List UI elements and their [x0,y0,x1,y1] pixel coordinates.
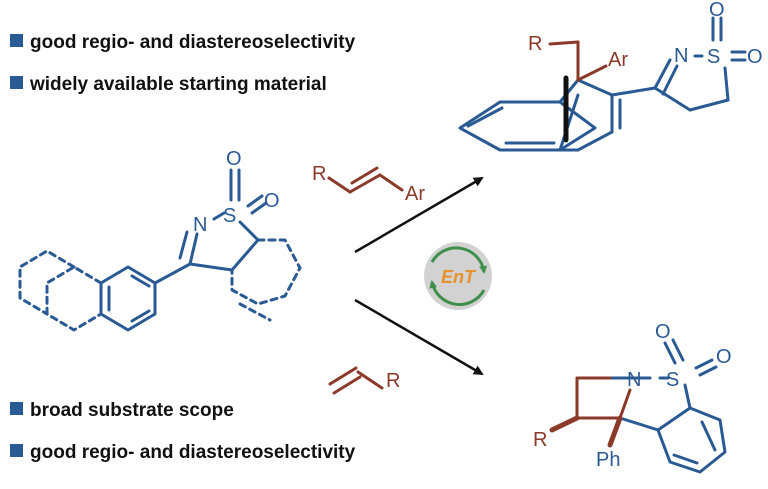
lower-product-structure [608,338,727,474]
c-c-ring-bond [188,262,234,272]
upper-product-r-label: R [528,33,542,55]
benzo-ring-dashed [238,302,272,322]
s-o-double-bond [246,194,264,208]
upper-product-structure [458,16,747,152]
cycle-arrow-icon [429,280,486,307]
upper-reagent-ar-label: Ar [405,183,425,205]
upper-product-o2-label: O [747,46,763,68]
upper-reaction-arrow [354,176,484,254]
bottom-bullet-list: broad substrate scope good regio- and di… [10,400,356,463]
starting-material-structure [18,168,302,332]
start-n-label: N [193,214,207,236]
start-o2-label: O [264,190,280,212]
imine-double-bond [188,232,199,266]
bullet-square-icon [10,76,23,89]
c-c-ring-bond [230,238,260,272]
n-s-bond [212,211,226,221]
lower-reaction-arrow [354,298,484,376]
cycle-arrow-icon [430,246,488,274]
lower-product-n-label: N [627,369,641,391]
start-s-label: S [223,205,236,227]
start-o1-label: O [226,148,242,170]
bridge-bond [558,78,580,104]
upper-product-n-label: N [674,45,688,67]
upper-product-substituents [548,40,608,82]
upper-product-o1-label: O [709,0,725,21]
lower-product-o1-label: O [655,321,671,343]
s-o-double-bond [250,201,268,215]
benzo-ring-dashed [230,238,302,306]
ent-label: EnT [441,267,477,287]
aryl-double-bond [130,274,151,288]
fused-ring-dashed [18,249,76,316]
s-c-bond [238,220,260,242]
lower-product-s-label: S [666,369,679,391]
aryl-double-bond [130,309,151,323]
ent-gray-circle [424,242,492,310]
top-bullet-list: good regio- and diastereoselectivity wid… [10,32,356,95]
upper-reagent-r-label: R [312,163,326,185]
upper-product-ar-label: Ar [608,49,628,71]
bottom-bullet-1: broad substrate scope [30,400,234,421]
aryl-imine-bond [153,262,192,285]
top-bullet-1: good regio- and diastereoselectivity [30,32,356,53]
upper-product-s-label: S [707,46,720,68]
lower-product-ph-label: Ph [596,449,620,471]
bullet-square-icon [10,444,23,457]
imine-double-bond [178,230,189,260]
bullet-square-icon [10,34,23,47]
bullet-square-icon [10,402,23,415]
lower-reagent-structure [328,366,384,395]
lower-product-azetidine [549,376,632,448]
upper-reagent-structure [327,166,404,194]
lower-product-o2-label: O [716,346,732,368]
ent-catalyst-badge: EnT [424,242,492,310]
top-bullet-2: widely available starting material [29,74,327,95]
bridge-bond [558,93,580,152]
bottom-bullet-2: good regio- and diastereoselectivity [30,442,356,463]
lower-reagent-r-label: R [386,370,400,392]
lower-product-r-label: R [533,429,547,451]
fused-ring-dashed [45,265,103,332]
